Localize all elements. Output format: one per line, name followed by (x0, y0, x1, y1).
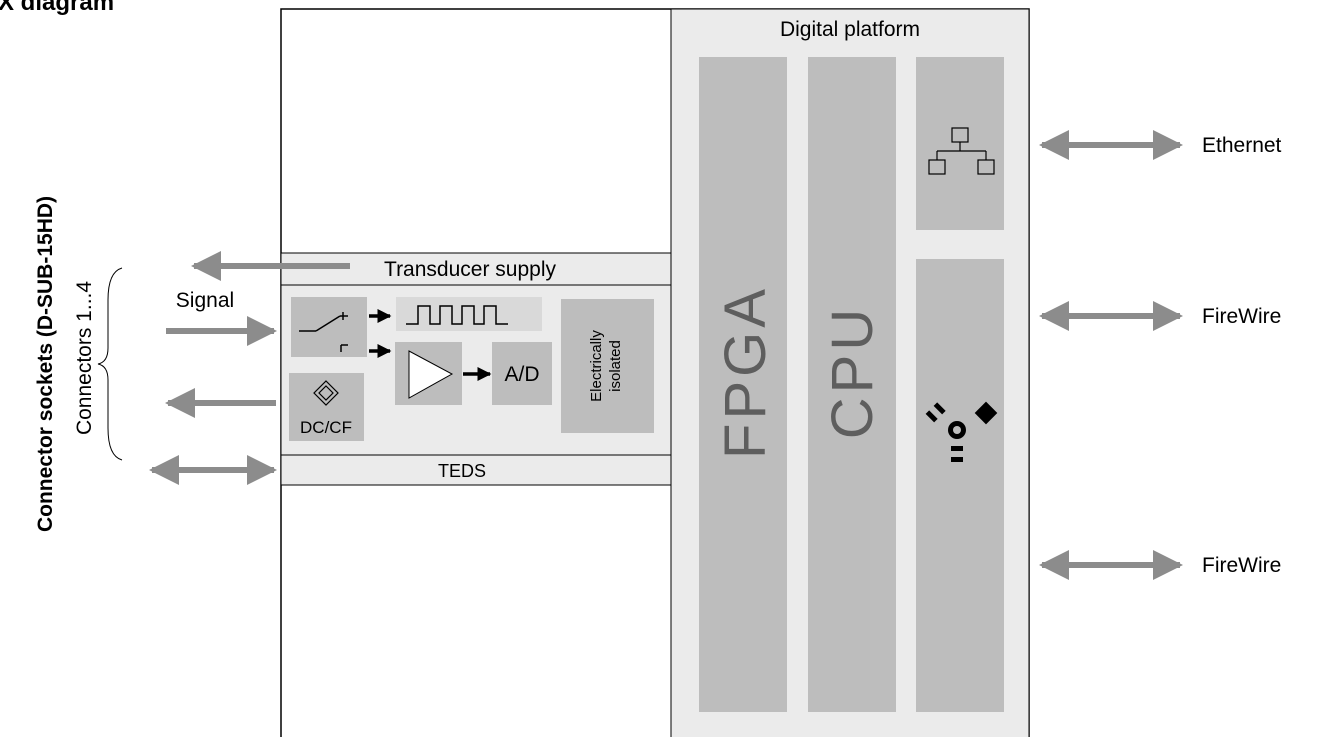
bridge-dc-cf-label: DC/CF (300, 418, 352, 437)
cpu-block (808, 57, 896, 712)
diagram-title: X diagram (0, 0, 114, 16)
teds-strip (280, 454, 672, 486)
fpga-label: FPGA (713, 285, 778, 459)
firewire-icon (925, 401, 998, 462)
switch-icon (299, 312, 348, 352)
signal-label: Signal (176, 289, 234, 312)
isolation-block (561, 299, 654, 433)
connector-brace (97, 267, 123, 461)
firewire-interface-block (916, 259, 1004, 712)
switch-block (291, 297, 367, 357)
connector-sockets-label: Connector sockets (D-SUB-15HD) (34, 196, 57, 532)
isolation-label-line1: Electrically (588, 330, 605, 402)
pulse-wave-icon (406, 305, 508, 325)
ad-converter-label: A/D (504, 363, 539, 386)
firewire-label-1: FireWire (1202, 305, 1281, 328)
cpu-label: CPU (820, 305, 885, 439)
connectors-range-label: Connectors 1...4 (73, 281, 96, 435)
ad-converter-block (492, 342, 552, 405)
teds-label: TEDS (438, 461, 486, 481)
amplifier-icon (408, 350, 454, 399)
ethernet-label: Ethernet (1202, 134, 1282, 157)
fpga-block (699, 57, 787, 712)
digital-platform-title: Digital platform (780, 18, 920, 41)
network-icon (928, 127, 995, 175)
firewire-label-2: FireWire (1202, 554, 1281, 577)
frequency-input-block (396, 297, 542, 331)
transducer-supply-label: Transducer supply (384, 258, 556, 281)
bridge-dc-cf-block (289, 373, 364, 441)
isolation-label-line2: isolated (607, 340, 624, 392)
bridge-icon (313, 380, 339, 406)
